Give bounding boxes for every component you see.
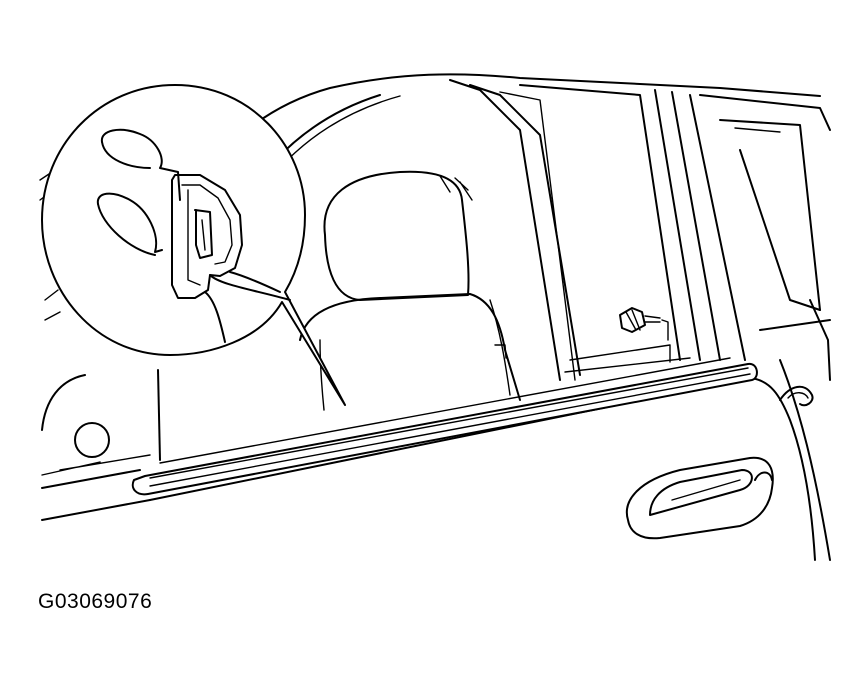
figure-code: G03069076 [38, 590, 153, 613]
door-edge-detail [779, 299, 831, 407]
door-handle [625, 456, 774, 540]
clip-bolt [619, 307, 669, 341]
door-panel [39, 169, 831, 561]
detail-callout [41, 84, 346, 406]
window-frame [149, 73, 831, 381]
belt-moulding [131, 357, 758, 496]
seat [299, 170, 521, 411]
